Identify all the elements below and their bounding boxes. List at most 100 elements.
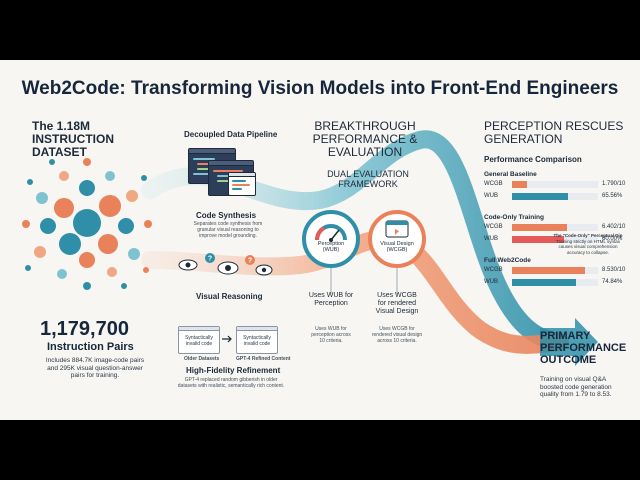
wcgb-callout-line2: for rendered [377, 300, 417, 307]
wcgb-desc-line1: Uses WCGB for [379, 326, 415, 332]
wub-description: Uses WUB for perception across 10 criter… [298, 326, 364, 344]
dataset-description: Includes 884.7K image-code pairs and 295… [30, 357, 160, 380]
code-line [213, 170, 243, 172]
rescues-heading: PERCEPTION RESCUES GENERATION [484, 120, 634, 146]
visual-design-gauge: Visual Design (WCGB) [368, 210, 426, 268]
dataset-count: 1,179,700 [40, 318, 129, 340]
refined-content-label: GPT-4 Refined Content [236, 356, 291, 362]
code-line [193, 173, 219, 175]
visual-reasoning-label: Visual Reasoning [196, 292, 263, 301]
infographic-canvas: Web2Code: Transforming Vision Models int… [0, 60, 640, 420]
bar-label: WCGB [484, 267, 503, 273]
gauge-dial-icon [315, 224, 347, 242]
design-window-icon [385, 220, 409, 238]
code-desc-line1: Separates code synthesis from [193, 221, 263, 227]
visual-label-line1: Visual Design [380, 241, 414, 247]
bar-track [512, 193, 598, 200]
evaluation-heading: BREAKTHROUGH PERFORMANCE & EVALUATION [290, 120, 440, 159]
bubble-cluster-dots [22, 158, 152, 290]
wub-callout-line1: Uses WUB for [308, 292, 354, 299]
refine-desc-line2: datasets with realistic, semantically ri… [177, 383, 285, 389]
question-bubble-icon: ? [205, 253, 215, 263]
wub-desc-line3: 10 criteria. [319, 338, 343, 344]
code-line [232, 188, 242, 190]
rescues-heading-line1: PERCEPTION RESCUES [484, 119, 624, 133]
bar-value: 74.84% [602, 279, 623, 285]
eye-icon [217, 261, 239, 275]
pipeline-heading: Decoupled Data Pipeline [184, 130, 278, 139]
code-desc-line2: granular visual reasoning to [197, 227, 259, 233]
framework-heading: DUAL EVALUATION FRAMEWORK [320, 169, 416, 189]
bar-value: 65.56% [602, 193, 623, 199]
perception-gauge-label: Perception (WUB) [306, 241, 356, 253]
eye-icon [255, 264, 273, 276]
older-card-line2: invalid code [185, 341, 213, 347]
dip-callout-line1: Training strictly on HTML syntax [556, 238, 620, 244]
bar-track [512, 279, 598, 286]
bar-fill [512, 279, 576, 286]
dip-callout-line2: causes visual comprehension [558, 244, 618, 249]
code-line [232, 184, 250, 186]
code-line [217, 175, 237, 177]
refine-desc-line1: GPT-4 replaced random gibberish in older [184, 377, 278, 383]
bar-value: 60.00% [602, 236, 623, 242]
code-window-back-titlebar [189, 149, 235, 154]
code-desc-line3: improve model grounding. [199, 233, 257, 239]
bar-label: WUB [484, 236, 498, 242]
wcgb-description: Uses WCGB for rendered visual design acr… [364, 326, 430, 344]
bar-track [512, 236, 598, 243]
rescues-heading-line2: GENERATION [484, 132, 563, 146]
bar-value: 8.530/10 [602, 267, 626, 273]
perception-label-line2: (WUB) [322, 247, 340, 253]
dip-callout: The "Code-Only" Perceptual Dip Training … [548, 233, 628, 255]
wcgb-callout: Uses WCGB for rendered Visual Design [364, 292, 430, 316]
framework-heading-line1: DUAL EVALUATION [327, 169, 409, 179]
refined-card-line2: invalid code [243, 341, 271, 347]
visual-label-line2: (WCGB) [386, 247, 408, 253]
outcome-desc-line2: boosted code generation [540, 383, 612, 391]
dataset-desc-line3: pairs for training. [70, 372, 120, 379]
outcome-desc-line3: quality from 1.79 to 8.53. [540, 391, 612, 398]
wub-callout-line2: Perception [314, 300, 348, 307]
outcome-heading: PRIMARY PERFORMANCE OUTCOME [540, 330, 635, 366]
bar-group-title: General Baseline [484, 171, 537, 178]
bar-fill [512, 224, 567, 231]
bar-group-title: Full Web2Code [484, 257, 531, 264]
bar-track [512, 267, 598, 274]
dataset-heading-line1: The 1.18M [32, 119, 91, 133]
bar-label: WUB [484, 193, 498, 199]
bar-fill [512, 181, 527, 188]
wcgb-desc-line3: across 10 criteria. [377, 338, 417, 344]
refined-card-titlebar [237, 327, 277, 331]
bar-group-title: Code-Only Training [484, 214, 544, 221]
older-dataset-card: Syntactically invalid code [178, 326, 220, 354]
older-card-titlebar [179, 327, 219, 331]
refined-card-line1: Syntactically [243, 335, 271, 341]
eye-icon [178, 259, 198, 271]
refinement-description: GPT-4 replaced random gibberish in older… [166, 377, 296, 389]
code-line [193, 158, 215, 160]
dataset-count-label: Instruction Pairs [47, 341, 134, 353]
outcome-heading-line2: PERFORMANCE [540, 342, 627, 354]
wub-desc-line1: Uses WUB for [315, 326, 347, 332]
dataset-heading: The 1.18M INSTRUCTION DATASET [32, 120, 162, 159]
dip-callout-title: The "Code-Only" Perceptual Dip [553, 233, 623, 238]
bar-fill [512, 236, 564, 243]
code-synthesis-description: Separates code synthesis from granular v… [176, 221, 280, 239]
wcgb-callout-line3: Visual Design [375, 308, 419, 315]
code-window-front [228, 172, 256, 196]
wub-callout: Uses WUB for Perception [298, 292, 364, 308]
visual-reasoning-icons: ? ? [178, 253, 273, 276]
code-line [232, 180, 246, 182]
bar-fill [512, 267, 585, 274]
dataset-heading-line2: INSTRUCTION DATASET [32, 132, 114, 159]
refine-arrow-icon [222, 335, 232, 343]
outcome-desc-line1: Training on visual Q&A [540, 376, 607, 383]
page-title: Web2Code: Transforming Vision Models int… [21, 78, 619, 99]
code-window-front-titlebar [229, 173, 255, 177]
dataset-desc-line1: Includes 884.7K image-code pairs [45, 357, 145, 364]
svg-text:?: ? [208, 256, 212, 263]
evaluation-heading-line1: BREAKTHROUGH [314, 119, 416, 133]
wcgb-desc-line2: rendered visual design [371, 332, 423, 338]
question-bubble-icon: ? [245, 255, 255, 265]
